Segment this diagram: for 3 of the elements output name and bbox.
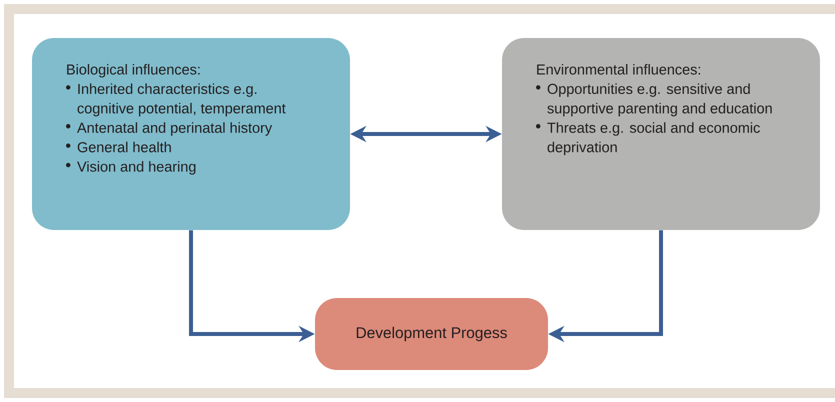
influence-box: Biological influences: Inherited characteristics e.g. cognitive potential, temperament Antenatal and perinatal history General health Vision and hearing: [32, 38, 350, 230]
outcome-box: Development Progess: [315, 298, 548, 370]
influence-box: Environmental influences: Opportunities e.g. sensitive and supportive parenting and education Threats e.g. social and economic deprivation: [502, 38, 820, 230]
